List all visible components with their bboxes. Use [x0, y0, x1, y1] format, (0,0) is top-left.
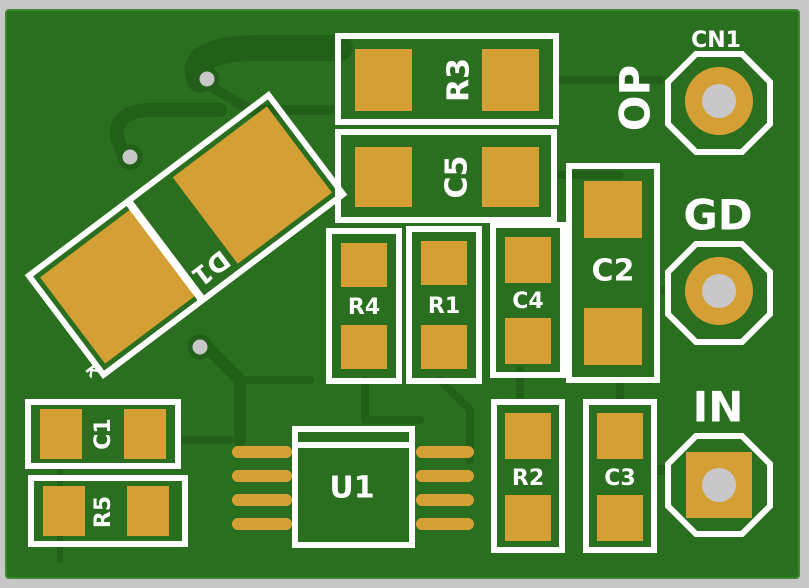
via: [194, 66, 220, 92]
component-r2[interactable]: R2: [491, 399, 565, 553]
component-c4[interactable]: C4: [490, 222, 566, 378]
c2-pad-1: [584, 181, 642, 238]
component-c3[interactable]: C3: [583, 399, 657, 553]
op-pad-hole: [702, 84, 736, 118]
c1-label: C1: [91, 418, 116, 449]
d1-outline: [24, 91, 348, 379]
d1-cathode-bar: [124, 198, 206, 303]
u1-label: U1: [329, 471, 374, 506]
c2-outline: [566, 163, 660, 383]
r2-label: R2: [512, 466, 544, 491]
component-r3[interactable]: R3: [335, 33, 559, 125]
u1-pin-5: [416, 446, 474, 458]
u1-outline: [292, 426, 415, 548]
c5-pad-2: [482, 147, 539, 207]
cn1-label: CN1: [691, 28, 741, 53]
r2-outline: [491, 399, 565, 553]
c1-pad-2: [124, 409, 166, 459]
u1-pin-7: [416, 494, 474, 506]
r3-label: R3: [442, 58, 477, 102]
r4-pad-2: [341, 325, 387, 369]
component-c1[interactable]: C1: [25, 399, 181, 469]
trace: [436, 376, 474, 464]
connector-cn1[interactable]: CN1 OP GD IN: [611, 28, 773, 537]
gd-label: GD: [683, 191, 752, 240]
component-d1[interactable]: D1 K: [16, 91, 348, 384]
u1-pin-4: [232, 518, 292, 530]
c2-label: C2: [592, 254, 635, 289]
u1-pin-6: [416, 470, 474, 482]
u1-pin-8: [416, 518, 474, 530]
r3-pad-2: [482, 49, 539, 111]
trace: [361, 376, 424, 424]
c1-pad-1: [40, 409, 82, 459]
r3-pad-1: [355, 49, 412, 111]
c4-pad-2: [505, 318, 551, 364]
c1-outline: [25, 399, 181, 469]
component-c2[interactable]: C2: [566, 163, 660, 383]
r2-pad-2: [505, 495, 551, 541]
r1-pad-1: [421, 241, 467, 285]
c3-outline: [583, 399, 657, 553]
d1-pad-2: [172, 106, 332, 264]
component-c5[interactable]: C5: [335, 129, 557, 223]
r5-outline: [28, 475, 188, 547]
in-pad-hole: [702, 468, 736, 502]
u1-pin-2: [232, 470, 292, 482]
u1-pin-3: [232, 494, 292, 506]
component-r1[interactable]: R1: [406, 226, 482, 384]
r2-pad-1: [505, 413, 551, 459]
u1-pin-1: [232, 446, 292, 458]
c5-label: C5: [440, 156, 475, 199]
r5-pad-1: [43, 486, 85, 536]
c4-pad-1: [505, 237, 551, 283]
c4-label: C4: [512, 289, 543, 314]
in-label: IN: [693, 383, 744, 432]
r5-label: R5: [91, 496, 116, 528]
c3-label: C3: [604, 466, 635, 491]
component-u1[interactable]: U1: [232, 426, 474, 548]
r3-outline: [335, 33, 559, 125]
c3-pad-2: [597, 495, 643, 541]
c5-outline: [335, 129, 557, 223]
component-r5[interactable]: R5: [28, 475, 188, 547]
c5-pad-1: [355, 147, 412, 207]
r4-outline: [326, 228, 402, 384]
r4-pad-1: [341, 243, 387, 287]
gd-pad-hole: [702, 274, 736, 308]
r1-pad-2: [421, 325, 467, 369]
c2-pad-2: [584, 308, 642, 365]
r1-outline: [406, 226, 482, 384]
r5-pad-2: [127, 486, 169, 536]
component-r4[interactable]: R4: [326, 228, 402, 384]
r1-label: R1: [428, 294, 460, 319]
via: [187, 334, 213, 360]
c3-pad-1: [597, 413, 643, 459]
board-edge: [5, 9, 800, 579]
op-label: OP: [611, 65, 660, 132]
c4-outline: [490, 222, 566, 378]
r4-label: R4: [348, 295, 380, 320]
via: [117, 144, 143, 170]
